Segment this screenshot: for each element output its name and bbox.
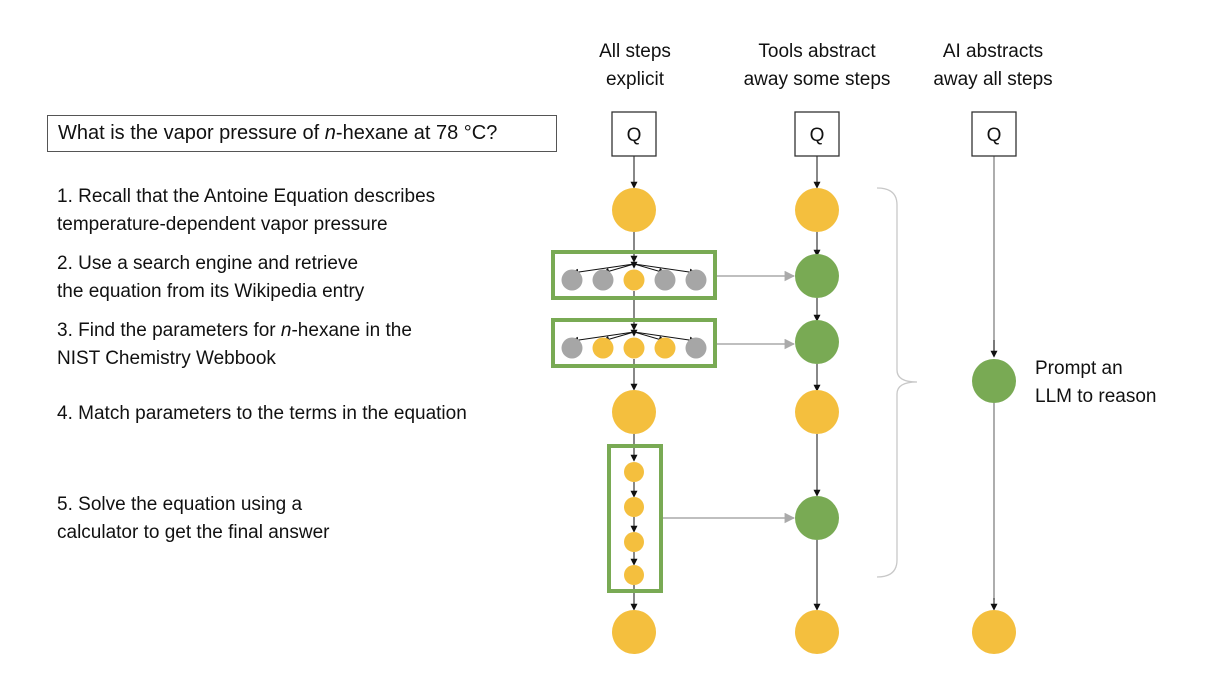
calculator-substep-node [624,497,644,517]
step1-node-tools [795,188,839,232]
calculator-substep-node [624,532,644,552]
question-box: What is the vapor pressure of n-hexane a… [47,115,557,152]
column-header-tools: Tools abstract away some steps [717,38,917,94]
question-node-label: Q [810,125,825,146]
edges-layer [571,156,998,611]
answer-node-explicit [612,610,656,654]
answer-node-ai [972,610,1016,654]
step-line1-prefix: Find the parameters for [78,320,281,341]
column-header-ai: AI abstracts away all steps [893,38,1093,94]
step-line2: calculator to get the final answer [57,522,330,543]
tool-box-search-engine [551,250,717,300]
ai-label-line1: Prompt an [1035,358,1123,379]
step-number: 4. [57,403,73,424]
branch-arrow [633,263,697,276]
search-result-node [685,269,707,291]
column-header-explicit: All steps explicit [535,38,735,94]
brace [876,187,918,578]
ai-label-line2: LLM to reason [1035,386,1157,407]
column-header-line1: AI abstracts [942,41,1044,62]
question-node-tools [794,111,840,157]
step-line1-suffix: -hexane in the [291,320,412,341]
webbook-tool-node [795,320,839,364]
answer-node-tools [795,610,839,654]
webbook-result-node [592,337,614,359]
step4-node-tools [795,390,839,434]
question-prefix: What is the vapor pressure of [58,122,325,144]
tool-box-webbook [551,318,717,368]
step-line1: Match parameters to the terms in the equ… [78,403,467,424]
step4-node-explicit [612,390,656,434]
step-1: 1. Recall that the Antoine Equation desc… [57,183,435,239]
step-line2: the equation from its Wikipedia entry [57,281,365,302]
column-header-line2: away all steps [933,69,1053,90]
question-node-explicit [611,111,657,157]
webbook-result-node [654,337,676,359]
step-number: 3. [57,320,73,341]
calculator-substep-node [624,462,644,482]
question-suffix: -hexane at 78 °C? [335,122,498,144]
search-tool-node [795,254,839,298]
column-header-line1: All steps [599,41,671,62]
question-node-label: Q [987,125,1002,146]
column-header-line2: away some steps [743,69,891,90]
tool-box-calculator [607,444,663,593]
calculator-tool-node [795,496,839,540]
step-line2: temperature-dependent vapor pressure [57,214,388,235]
search-result-node [592,269,614,291]
step-number: 2. [57,253,73,274]
branch-arrow [633,331,697,344]
ai-label: Prompt an LLM to reason [1035,355,1156,411]
question-node-label: Q [627,125,642,146]
step-2: 2. Use a search engine and retrieve the … [57,250,364,306]
column-header-line2: explicit [605,69,665,90]
webbook-result-node [623,337,645,359]
search-result-node [623,269,645,291]
search-result-node [654,269,676,291]
step-4: 4. Match parameters to the terms in the … [57,400,467,428]
column-header-line1: Tools abstract [758,41,876,62]
step-5: 5. Solve the equation using a calculator… [57,491,330,547]
step-line1-italic: n [280,320,292,341]
step-line1: Solve the equation using a [78,494,303,515]
search-result-node [561,269,583,291]
step-line2: NIST Chemistry Webbook [57,348,276,369]
llm-node [972,359,1016,403]
question-italic: n [324,122,336,144]
step-line1: Recall that the Antoine Equation describ… [78,186,436,207]
webbook-result-node [561,337,583,359]
step1-node-explicit [612,188,656,232]
webbook-result-node [685,337,707,359]
step-number: 5. [57,494,73,515]
question-node-ai [971,111,1017,157]
step-3: 3. Find the parameters for n-hexane in t… [57,317,412,373]
step-number: 1. [57,186,73,207]
calculator-substep-node [624,565,644,585]
step-line1: Use a search engine and retrieve [78,253,359,274]
